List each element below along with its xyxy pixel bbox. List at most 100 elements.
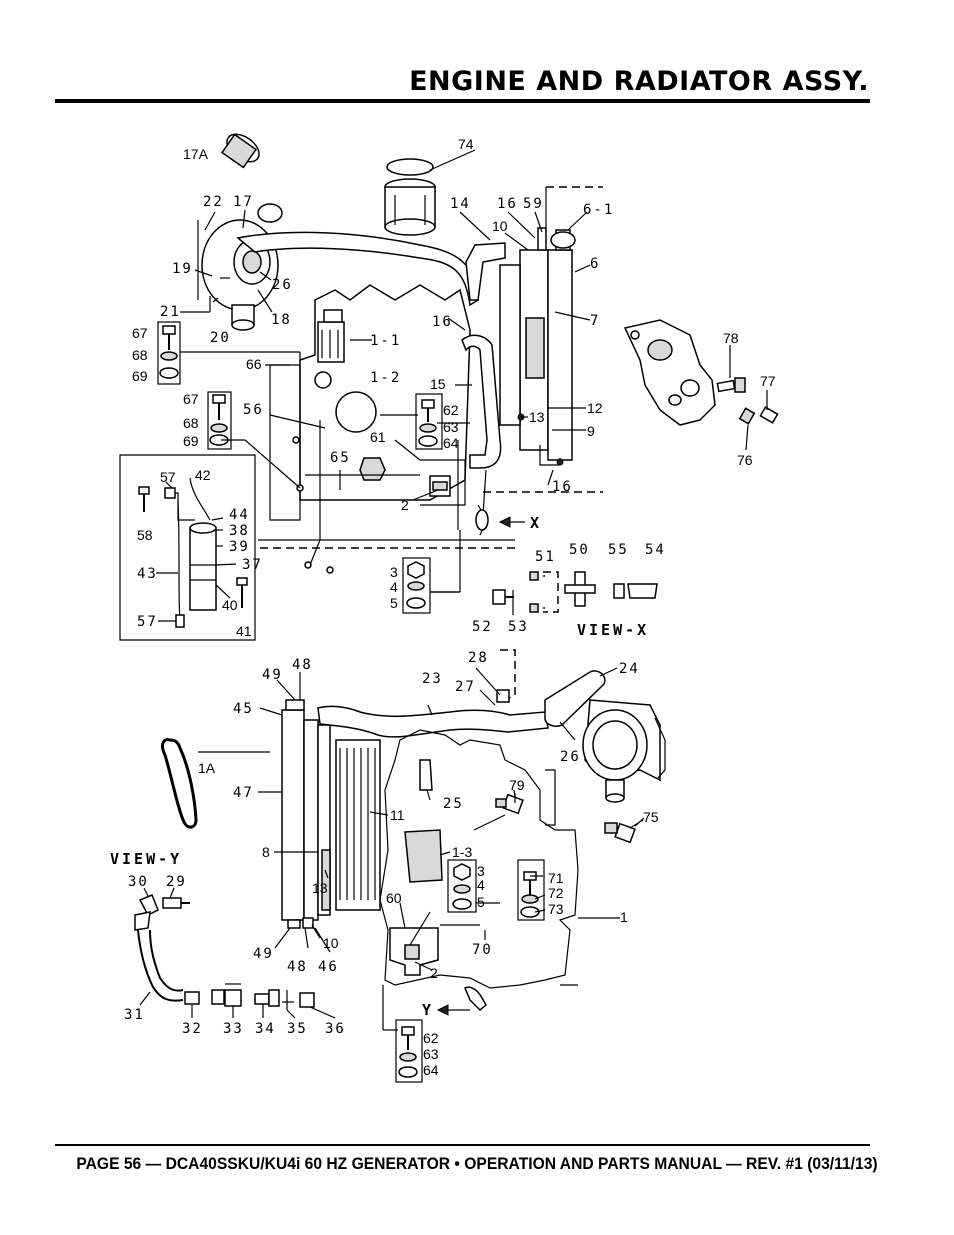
callout-label: 23 <box>422 671 443 687</box>
callout-label: 79 <box>509 777 525 793</box>
part-67-bolt-set-a <box>157 321 181 385</box>
callout-label: 1A <box>198 760 216 776</box>
callout-label: 71 <box>548 870 564 886</box>
part-74-filter-element <box>384 158 436 236</box>
callout-label: 63 <box>443 419 459 435</box>
callout-label: 68 <box>132 347 148 363</box>
part-24-hose <box>544 670 606 727</box>
callout-label: 36 <box>325 1021 346 1037</box>
callout-label: 69 <box>132 368 148 384</box>
view-x-parts: VIEW-X <box>492 571 658 639</box>
callout-label: 12 <box>587 400 603 416</box>
callout-label: 14 <box>450 196 471 212</box>
callout-label: 17 <box>233 194 254 210</box>
callout-label: 66 <box>246 356 262 372</box>
callout-label: 75 <box>643 809 659 825</box>
callout-label: 54 <box>645 542 666 558</box>
bottom-leader-lines <box>139 667 645 1031</box>
callout-label: 16 <box>497 196 518 212</box>
callout-label: 45 <box>233 701 254 717</box>
callout-label: 18 <box>271 312 292 328</box>
callout-label: 53 <box>508 619 529 635</box>
callout-label: 46 <box>318 959 339 975</box>
callout-label: 73 <box>548 901 564 917</box>
callout-label: 41 <box>236 623 252 639</box>
part-79-switch <box>473 793 524 831</box>
callout-label: 13 <box>312 880 328 896</box>
callout-label: 1-3 <box>452 844 472 860</box>
part-3-4-5-nut-washer <box>402 557 460 614</box>
view-y-arrow-label: Y <box>422 1001 434 1019</box>
callout-label: 67 <box>132 325 148 341</box>
callout-label: 48 <box>287 959 308 975</box>
footer-rule <box>55 1144 870 1146</box>
callout-label: 1 <box>620 909 628 925</box>
callout-label: 59 <box>523 196 544 212</box>
callout-label: 55 <box>608 542 629 558</box>
page-footer: PAGE 56 — DCA40SSKU/KU4i 60 HZ GENERATOR… <box>76 1154 878 1173</box>
callout-label: 62 <box>423 1030 439 1046</box>
part-62-63-64-bolt-set-bottom <box>395 1019 423 1083</box>
callout-label: 2 <box>430 965 438 981</box>
part-67-bolt-set-b <box>207 391 232 450</box>
top-leader-lines <box>180 149 768 593</box>
callout-label: 56 <box>243 402 264 418</box>
part-1a-fan-belt <box>161 738 270 829</box>
callout-label: 65 <box>330 450 351 466</box>
callout-label: 39 <box>229 539 250 555</box>
callout-label: 47 <box>233 785 254 801</box>
callout-label: 6 <box>590 256 600 272</box>
callout-label: 63 <box>423 1046 439 1062</box>
callout-label: 49 <box>253 946 274 962</box>
part-17a-cap <box>220 133 260 169</box>
callout-label: 5 <box>390 595 398 611</box>
callout-label: 32 <box>182 1021 203 1037</box>
callout-label: 2 <box>401 497 409 513</box>
part-11-fan-shroud <box>335 739 381 911</box>
callout-label: 10 <box>492 218 508 234</box>
callout-label: 22 <box>203 194 224 210</box>
callout-label: 35 <box>287 1021 308 1037</box>
engine-block-bottom <box>379 729 579 1012</box>
callout-label: 61 <box>370 429 386 445</box>
callout-label: 52 <box>472 619 493 635</box>
callout-label: 31 <box>124 1007 145 1023</box>
callout-label: 11 <box>390 807 405 823</box>
view-x-title: VIEW-X <box>577 621 649 639</box>
callout-label: 70 <box>472 942 493 958</box>
callout-label: 57 <box>160 469 176 485</box>
callout-label: 49 <box>262 667 283 683</box>
part-62-bolt-set <box>415 393 443 450</box>
callout-label: 34 <box>255 1021 276 1037</box>
callout-label: 16 <box>432 314 453 330</box>
callout-label: 28 <box>468 650 489 666</box>
callout-label: 8 <box>262 844 270 860</box>
callout-label: 58 <box>137 527 153 543</box>
callout-label: 26 <box>560 749 581 765</box>
callout-label: 43 <box>137 566 158 582</box>
callout-label: 17A <box>183 146 209 162</box>
callout-label: 21 <box>160 304 181 320</box>
callout-label: 16 <box>552 479 573 495</box>
callout-label: 77 <box>760 373 776 389</box>
view-y-title: VIEW-Y <box>110 850 182 868</box>
callout-label: 25 <box>443 796 464 812</box>
callout-label: 64 <box>423 1062 439 1078</box>
part-14-intake-hose <box>236 203 506 307</box>
callout-label: 57 <box>137 614 158 630</box>
callout-label: 9 <box>587 423 595 439</box>
callout-label: 76 <box>737 452 753 468</box>
callout-label: 27 <box>455 679 476 695</box>
view-x-arrow-label: X <box>530 514 542 532</box>
callout-label: 69 <box>183 433 199 449</box>
part-15-lower-hose <box>461 334 502 469</box>
callout-label: 10 <box>323 935 339 951</box>
callout-label: 38 <box>229 523 250 539</box>
view-x-arrow: X <box>498 514 542 532</box>
callout-label: 48 <box>292 657 313 673</box>
header-rule <box>55 99 870 103</box>
part-thermostat-housing <box>623 319 779 426</box>
callout-label: 78 <box>723 330 739 346</box>
callout-label: 37 <box>242 557 263 573</box>
